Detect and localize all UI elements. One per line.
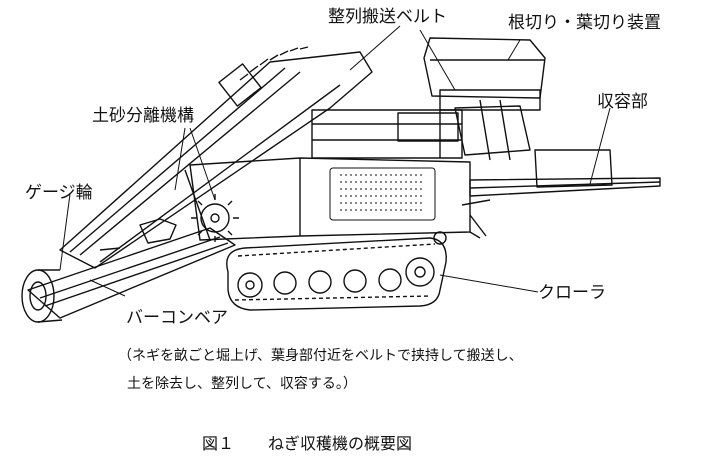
figure-title: ねぎ収穫機の概要図 bbox=[268, 434, 413, 453]
storage-tray bbox=[469, 149, 661, 197]
label-gauge-wheel: ゲージ輪 bbox=[25, 183, 93, 203]
description-line-1: （ネギを畝ごと堀上げ、葉身部付近をベルトで挟持して搬送し、 bbox=[118, 348, 523, 364]
bar-conveyor-frame bbox=[27, 227, 236, 319]
soil-separator-gear bbox=[139, 194, 239, 244]
crawler-track bbox=[226, 231, 447, 311]
leader-lines bbox=[59, 25, 611, 297]
label-alignment-belt: 整列搬送ベルト bbox=[328, 7, 447, 27]
figure-number: 図１ bbox=[202, 434, 235, 453]
description-line-2: 土を除去し、整列して、収容する。） bbox=[127, 376, 357, 392]
label-root-leaf-cutter: 根切り・葉切り装置 bbox=[508, 13, 661, 33]
alignment-belt-frame bbox=[59, 46, 373, 269]
gauge-wheel bbox=[21, 269, 63, 323]
cutter-unit bbox=[423, 37, 546, 161]
label-soil-separator: 土砂分離機構 bbox=[92, 106, 194, 126]
label-crawler: クローラ bbox=[538, 283, 606, 303]
engine-grille bbox=[329, 167, 436, 221]
label-storage: 収容部 bbox=[597, 92, 648, 112]
front-linkage bbox=[99, 199, 491, 251]
label-bar-conveyor: バーコンベア bbox=[126, 308, 228, 328]
